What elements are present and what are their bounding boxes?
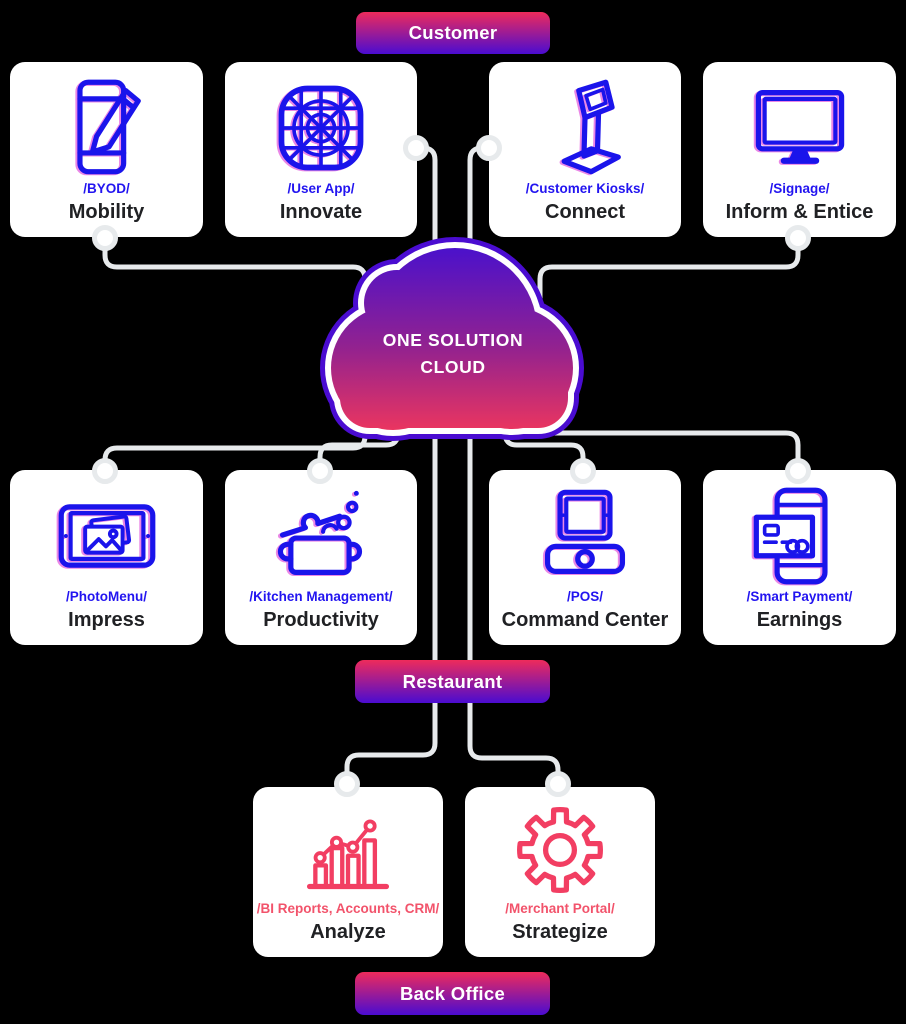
card-earnings: /Smart Payment/ Earnings (703, 470, 896, 645)
card-command-center: /POS/ Command Center (489, 470, 681, 645)
connector-node (570, 458, 596, 484)
cloud-title-line1: ONE SOLUTION (382, 330, 524, 350)
cloud-shape (320, 237, 584, 441)
connector-line-mobility (102, 237, 368, 323)
card-analyze: /BI Reports, Accounts, CRM/ Analyze (253, 787, 443, 957)
connector-node (307, 458, 333, 484)
badge-restaurant: Restaurant (355, 660, 550, 703)
connector-node (545, 771, 571, 797)
card-title: Strategize (512, 921, 608, 943)
card-sublabel: /BI Reports, Accounts, CRM/ (256, 901, 440, 916)
card-inform-entice: /Signage/ Inform & Entice (703, 62, 896, 237)
card-title: Impress (68, 609, 145, 631)
card-title: Innovate (279, 201, 363, 223)
card-strategize: /Merchant Portal/ Strategize (465, 787, 655, 957)
mobile-payment-icon (753, 487, 828, 584)
card-sublabel: /User App/ (287, 181, 355, 196)
connector-line-inform (537, 237, 801, 323)
connector-node (92, 458, 118, 484)
card-sublabel: /Kitchen Management/ (249, 589, 393, 604)
card-sublabel: /Signage/ (769, 181, 830, 196)
badge-customer: Customer (356, 12, 550, 54)
card-title: Command Center (501, 609, 669, 631)
card-title: Productivity (263, 609, 379, 631)
card-sublabel: /Customer Kiosks/ (525, 181, 645, 196)
bar-chart-icon (306, 819, 390, 890)
pos-terminal-icon (544, 489, 626, 574)
tablet-photos-icon (58, 503, 155, 568)
tv-screen-icon (755, 89, 844, 164)
card-sublabel: /PhotoMenu/ (66, 589, 147, 604)
badge-back-office: Back Office (355, 972, 550, 1015)
card-sublabel: /BYOD/ (83, 181, 130, 196)
card-sublabel: /Smart Payment/ (746, 589, 853, 604)
cloud-title: ONE SOLUTION CLOUD (338, 327, 568, 381)
card-sublabel: /POS/ (566, 589, 603, 604)
card-mobility: /BYOD/ Mobility (10, 62, 203, 237)
connector-line-impress (102, 407, 368, 471)
connector-line-connect-strategize (467, 145, 561, 784)
card-title: Inform & Entice (725, 201, 874, 223)
card-title: Analyze (310, 921, 386, 943)
connector-node (334, 771, 360, 797)
card-impress: /PhotoMenu/ Impress (10, 470, 203, 645)
card-connect: /Customer Kiosks/ Connect (489, 62, 681, 237)
card-innovate: /User App/ Innovate (225, 62, 417, 237)
card-title: Connect (545, 201, 625, 223)
cloud-title-line2: CLOUD (420, 357, 486, 378)
connector-node (476, 135, 502, 161)
card-title: Earnings (756, 609, 843, 631)
card-title: Mobility (68, 201, 145, 223)
app-grid-icon (278, 85, 364, 170)
cooking-pot-icon (277, 490, 363, 575)
card-productivity: /Kitchen Management/ Productivity (225, 470, 417, 645)
connector-line-innovate-analyze (344, 145, 438, 784)
connector-node (785, 225, 811, 251)
gear-icon (517, 807, 603, 893)
connector-node (92, 225, 118, 251)
card-sublabel: /Merchant Portal/ (505, 901, 615, 916)
connector-node (403, 135, 429, 161)
connector-node (785, 458, 811, 484)
smartphone-pencil-icon (76, 79, 141, 174)
kiosk-icon (561, 79, 621, 174)
